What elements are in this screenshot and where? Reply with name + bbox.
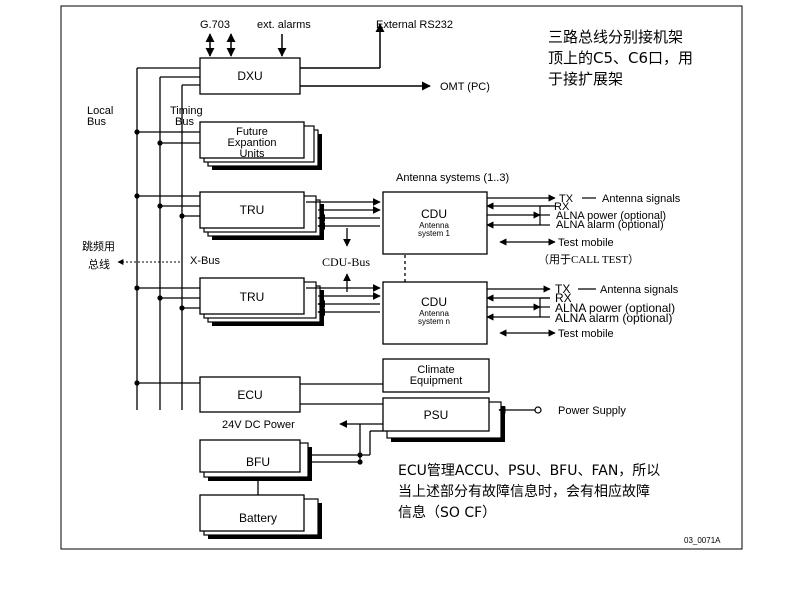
svg-text:system n: system n bbox=[418, 317, 450, 326]
ecu-links bbox=[300, 383, 383, 405]
top-arrows bbox=[205, 23, 431, 91]
svg-text:system 1: system 1 bbox=[418, 229, 451, 238]
cdun-alna-alarm-label: ALNA alarm (optional) bbox=[555, 311, 672, 325]
cdun-antenna-signals-label: Antenna signals bbox=[600, 284, 679, 296]
hopping-bus-label: 跳频用 bbox=[82, 239, 115, 253]
cdu1-alna-power-label: ALNA power (optional) bbox=[556, 210, 666, 222]
svg-text:Battery: Battery bbox=[239, 511, 277, 525]
svg-text:Equipment: Equipment bbox=[410, 375, 463, 387]
svg-text:TRU: TRU bbox=[240, 203, 265, 217]
cdu1-antenna-signals-label: Antenna signals bbox=[602, 193, 681, 205]
cdu1-rx-label: RX bbox=[554, 201, 570, 213]
tru2-to-cdun-links bbox=[306, 284, 381, 316]
climate-equipment: Climate Equipment bbox=[382, 358, 490, 393]
x-bus-label: X-Bus bbox=[190, 255, 220, 267]
timing-bus-label: Timing bbox=[170, 105, 203, 117]
cdu1-tx-label: TX bbox=[559, 193, 574, 205]
svg-text:Antenna: Antenna bbox=[419, 309, 449, 318]
bus-lines bbox=[136, 67, 200, 410]
timing-bus-label-2: Bus bbox=[175, 116, 194, 128]
tru-unit-2: TRU bbox=[199, 277, 324, 326]
svg-text:CDU: CDU bbox=[421, 207, 447, 221]
tru-unit-1: TRU bbox=[199, 191, 324, 240]
psu-unit: PSU bbox=[382, 397, 505, 442]
hopping-bus-label-2: 总线 bbox=[88, 257, 110, 271]
bus-junction-dots bbox=[134, 129, 185, 386]
local-bus-label-2: Bus bbox=[87, 116, 106, 128]
local-bus-label: Local bbox=[87, 105, 113, 117]
cdu-antenna-system-1: CDU Antenna system 1 bbox=[382, 191, 488, 255]
cdun-signal-lines bbox=[486, 285, 596, 337]
cdu1-alna-alarm-label: ALNA alarm (optional) bbox=[556, 219, 664, 231]
cdun-alna-power-label: ALNA power (optional) bbox=[555, 301, 675, 315]
ecu-unit: ECU bbox=[199, 376, 301, 413]
call-test-note: （用于CALL TEST） bbox=[538, 253, 639, 266]
cdun-rx-label: RX bbox=[555, 291, 572, 305]
cdu-bus-label: CDU-Bus bbox=[322, 255, 370, 269]
cdu-antenna-system-n: CDU Antenna system n bbox=[382, 281, 488, 345]
note-top-line-1: 三路总线分别接机架 bbox=[548, 28, 683, 46]
svg-text:Antenna: Antenna bbox=[419, 221, 449, 230]
cdun-test-mobile-label: Test mobile bbox=[558, 328, 614, 340]
note-bottom-line-3: 信息（SO CF） bbox=[398, 504, 496, 521]
note-bottom-line-1: ECU管理ACCU、PSU、BFU、FAN，所以 bbox=[398, 463, 660, 479]
svg-text:Future: Future bbox=[236, 126, 268, 138]
g703-label: G.703 bbox=[200, 19, 230, 31]
note-bottom-line-2: 当上述部分有故障信息时，会有相应故障 bbox=[398, 483, 650, 500]
svg-text:Expantion: Expantion bbox=[228, 137, 277, 149]
cdun-tx-label: TX bbox=[555, 282, 570, 296]
antenna-systems-label: Antenna systems (1..3) bbox=[396, 172, 509, 184]
svg-text:Climate: Climate bbox=[417, 364, 454, 376]
svg-text:PSU: PSU bbox=[424, 408, 449, 422]
power-supply-input bbox=[498, 406, 542, 414]
tru1-to-cdu1-links bbox=[306, 198, 381, 230]
svg-text:CDU: CDU bbox=[421, 295, 447, 309]
note-top-line-2: 顶上的C5、C6口，用 bbox=[548, 49, 693, 67]
ext-alarms-label: ext. alarms bbox=[257, 19, 311, 31]
cdu1-test-mobile-label: Test mobile bbox=[558, 237, 614, 249]
svg-text:BFU: BFU bbox=[246, 455, 270, 469]
dxu-unit: DXU bbox=[199, 57, 301, 95]
dc-power-dots bbox=[357, 452, 363, 465]
power-supply-label: Power Supply bbox=[558, 405, 626, 417]
battery-unit: Battery bbox=[199, 494, 322, 539]
figure-id: 03_0071A bbox=[684, 536, 721, 545]
note-top-line-3: 于接扩展架 bbox=[548, 70, 623, 88]
bfu-unit: BFU bbox=[199, 439, 312, 481]
external-rs232-label: External RS232 bbox=[376, 19, 453, 31]
diagram-frame bbox=[60, 5, 743, 550]
dc-power-label: 24V DC Power bbox=[222, 419, 295, 431]
svg-text:Units: Units bbox=[239, 148, 265, 160]
cdu1-signal-lines bbox=[486, 194, 596, 246]
future-expansion-units: Future Expantion Units bbox=[199, 121, 322, 170]
omt-label: OMT (PC) bbox=[440, 81, 490, 93]
svg-text:ECU: ECU bbox=[237, 388, 262, 402]
svg-text:TRU: TRU bbox=[240, 290, 265, 304]
svg-text:DXU: DXU bbox=[237, 69, 262, 83]
